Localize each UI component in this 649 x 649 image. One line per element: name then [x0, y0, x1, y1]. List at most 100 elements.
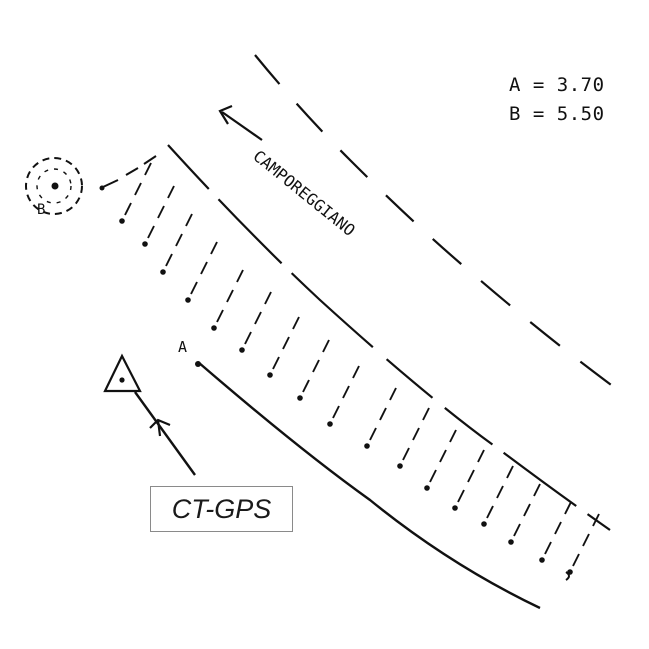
- stall-dot: [119, 218, 125, 224]
- stall-dash: [449, 429, 457, 443]
- stall-dash: [147, 225, 155, 239]
- stall-dash: [322, 339, 330, 353]
- stall-dot: [297, 395, 303, 401]
- stall-dash: [544, 541, 552, 555]
- stall-dash: [342, 385, 350, 399]
- stall-dot: [142, 241, 148, 247]
- parking-stall-line: [267, 316, 300, 378]
- stall-dash: [144, 162, 152, 176]
- parking-stall-line: [160, 213, 193, 275]
- stall-dash: [352, 365, 360, 379]
- stall-dot: [508, 539, 514, 545]
- line-b-dashes: [99, 155, 157, 191]
- stall-dot: [452, 505, 458, 511]
- stall-dash: [389, 387, 397, 401]
- stall-dash: [564, 501, 572, 515]
- stall-dash: [226, 289, 234, 303]
- stall-dash: [157, 205, 165, 219]
- stall-dash: [175, 233, 183, 247]
- stall-dot: [211, 325, 217, 331]
- stall-dash: [190, 281, 198, 295]
- station-label-box: CT-GPS: [150, 486, 293, 532]
- road-near-edge: [167, 144, 611, 531]
- stall-dash: [477, 449, 485, 463]
- stall-dash: [513, 523, 521, 537]
- stall-dash: [124, 202, 132, 216]
- stall-dash: [167, 185, 175, 199]
- parking-stall-line: [185, 241, 218, 303]
- stall-dot: [424, 485, 430, 491]
- stall-dot: [539, 557, 545, 563]
- stall-dash: [272, 356, 280, 370]
- stall-dash: [200, 261, 208, 275]
- parking-stall-line: [508, 483, 541, 545]
- stall-dash: [292, 316, 300, 330]
- stall-dash: [429, 469, 437, 483]
- stall-dash: [506, 465, 514, 479]
- stall-dash: [244, 331, 252, 345]
- stall-dash: [592, 513, 600, 527]
- stall-dot: [397, 463, 403, 469]
- parking-stall-line: [239, 291, 272, 353]
- stall-dash: [185, 213, 193, 227]
- point-a-marker: [195, 361, 201, 367]
- stall-dot: [481, 521, 487, 527]
- stall-dash: [134, 182, 142, 196]
- parking-stall-line: [481, 465, 514, 527]
- stall-dash: [302, 379, 310, 393]
- parking-stall-line: [327, 365, 360, 427]
- stall-dash: [582, 533, 590, 547]
- station-label: CT-GPS: [171, 493, 272, 524]
- stall-dash: [422, 407, 430, 421]
- stall-dash: [533, 483, 541, 497]
- parking-stall-line: [119, 162, 152, 224]
- stall-dash: [254, 311, 262, 325]
- stall-dot: [239, 347, 245, 353]
- parking-stall-line: [364, 387, 397, 449]
- station-direction-line: [134, 391, 196, 476]
- stall-dash: [523, 503, 531, 517]
- road-direction-arrow: [218, 104, 263, 141]
- point-b-label: B: [37, 202, 45, 218]
- legend-a-value: A = 3.70: [509, 74, 605, 96]
- legend-b-value: B = 5.50: [509, 103, 605, 125]
- stall-dash: [369, 427, 377, 441]
- stall-dash: [216, 309, 224, 323]
- parking-stall-line: [539, 501, 572, 563]
- stall-dash: [457, 489, 465, 503]
- parking-stall-line: [452, 449, 485, 511]
- end-hook-marker: [565, 571, 570, 581]
- station-triangle-icon: [103, 353, 142, 393]
- stall-dot: [267, 372, 273, 378]
- stall-dash: [572, 553, 580, 567]
- stall-dot: [364, 443, 370, 449]
- stall-dash: [467, 469, 475, 483]
- stall-dot: [185, 297, 191, 303]
- stall-dash: [312, 359, 320, 373]
- parking-stall-rows: [119, 162, 600, 575]
- road-name-label: CAMPOREGGIANO: [249, 146, 358, 240]
- parking-stall-line: [211, 269, 244, 331]
- stall-dash: [486, 505, 494, 519]
- parking-stall-line: [297, 339, 330, 401]
- stall-dash: [554, 521, 562, 535]
- stall-dash: [210, 241, 218, 255]
- stall-dash: [332, 405, 340, 419]
- stall-dot: [160, 269, 166, 275]
- parking-stall-line: [567, 513, 600, 575]
- stall-dash: [264, 291, 272, 305]
- parking-stall-line: [142, 185, 175, 247]
- tree-symbol: [25, 157, 83, 215]
- parking-stall-line: [424, 429, 457, 491]
- stall-dash: [402, 447, 410, 461]
- stall-dash: [165, 253, 173, 267]
- curb-edge: [197, 361, 541, 610]
- stall-dash: [439, 449, 447, 463]
- road-far-edge-dashed: [254, 54, 619, 391]
- stall-dash: [412, 427, 420, 441]
- stall-dash: [236, 269, 244, 283]
- stall-dash: [496, 485, 504, 499]
- point-a-label: A: [178, 338, 187, 356]
- stall-dot: [327, 421, 333, 427]
